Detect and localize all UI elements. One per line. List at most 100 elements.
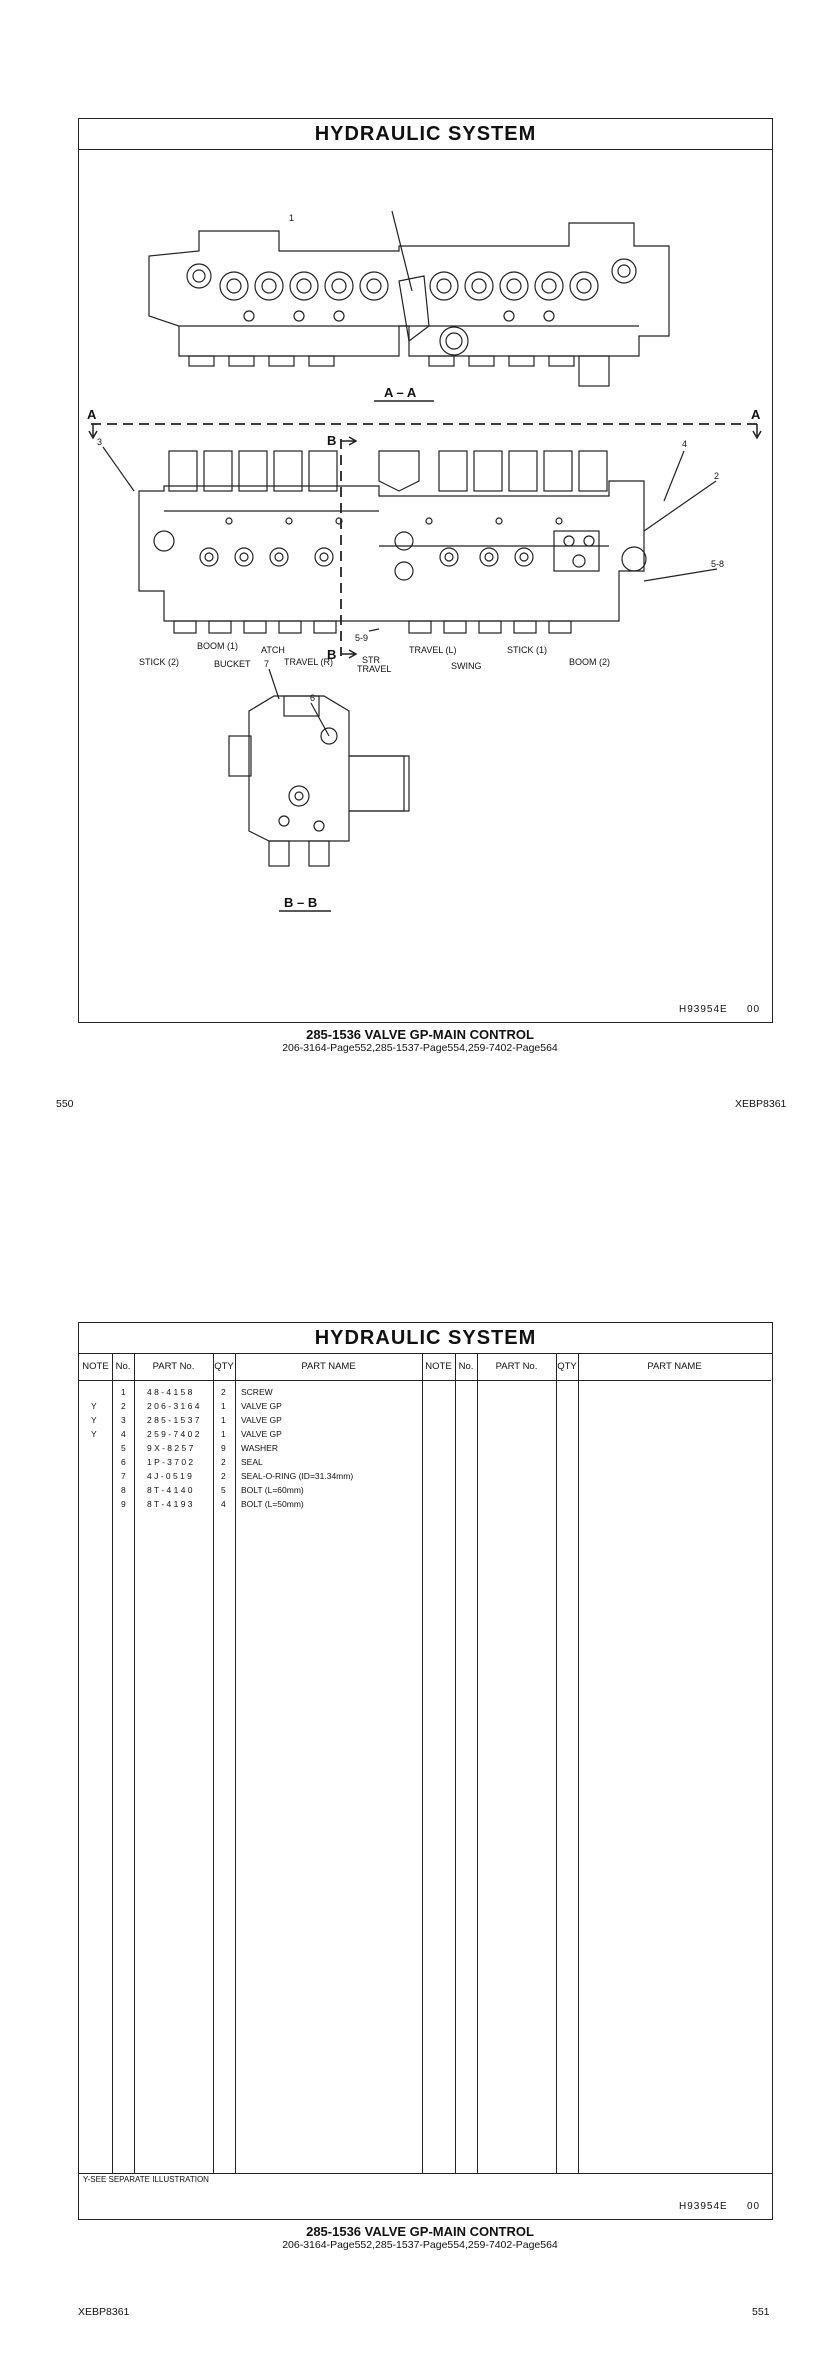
col-divider <box>477 1353 478 2173</box>
page-number-2: 551 <box>752 2306 770 2318</box>
parts-caption-refs: 206-3164-Page552,285-1537-Page554,259-74… <box>282 2239 558 2251</box>
figure-caption-refs: 206-3164-Page552,285-1537-Page554,259-74… <box>282 1042 558 1054</box>
label-atch: ATCH <box>261 645 285 655</box>
parts-list-title: HYDRAULIC SYSTEM <box>79 1323 772 1354</box>
part-number: 4 8 - 4 1 5 8 <box>147 1387 193 1397</box>
part-name: WASHER <box>241 1443 278 1453</box>
label-boom-1: BOOM (1) <box>197 641 238 651</box>
label-boom-2: BOOM (2) <box>569 657 610 667</box>
col-header-part-no: PART No. <box>134 1353 213 1381</box>
col-divider <box>134 1353 135 2173</box>
label-str: STR <box>362 655 381 665</box>
part-item-no: 4 <box>121 1429 126 1439</box>
part-item-no: 1 <box>121 1387 126 1397</box>
table-row: Y 3 2 8 5 - 1 5 3 7 1 VALVE GP <box>79 1413 422 1427</box>
valve-illustration: 1 A – A A A B B 3 4 2 5-8 5-9 STICK (2) … <box>87 210 762 912</box>
figure-caption: 285-1536 VALVE GP-MAIN CONTROL <box>306 1027 534 1042</box>
doc-code: XEBP8361 <box>735 1098 787 1110</box>
part-qty: 2 <box>221 1471 226 1481</box>
part-qty: 1 <box>221 1401 226 1411</box>
col-divider <box>112 1353 113 2173</box>
table-row: Y 2 2 0 6 - 3 1 6 4 1 VALVE GP <box>79 1399 422 1413</box>
callout-5-9: 5-9 <box>355 633 368 643</box>
label-stick-1: STICK (1) <box>507 645 547 655</box>
part-item-no: 2 <box>121 1401 126 1411</box>
part-item-no: 7 <box>121 1471 126 1481</box>
part-note: Y <box>91 1401 97 1411</box>
col-divider <box>422 1353 423 2173</box>
callout-4: 4 <box>682 439 687 449</box>
part-number: 2 8 5 - 1 5 3 7 <box>147 1415 200 1425</box>
part-name: SEAL <box>241 1457 263 1467</box>
footnote-divider <box>79 2173 772 2174</box>
part-item-no: 9 <box>121 1499 126 1509</box>
parts-illustration-rev: 00 <box>747 2201 761 2212</box>
part-name: VALVE GP <box>241 1401 282 1411</box>
part-note: Y <box>91 1429 97 1439</box>
part-name: BOLT (L=50mm) <box>241 1499 304 1509</box>
part-qty: 9 <box>221 1443 226 1453</box>
part-qty: 2 <box>221 1457 226 1467</box>
part-number: 4 J - 0 5 1 9 <box>147 1471 192 1481</box>
col-header-part-no-2: PART No. <box>477 1353 556 1381</box>
col-divider <box>556 1353 557 2173</box>
part-qty: 1 <box>221 1415 226 1425</box>
table-row: 7 4 J - 0 5 1 9 2 SEAL-O-RING (ID=31.34mm) <box>79 1469 422 1483</box>
section-a-a-view <box>148 210 670 387</box>
callout-5-8: 5-8 <box>711 559 724 569</box>
col-header-part-name-2: PART NAME <box>578 1353 771 1381</box>
label-travel-l: TRAVEL (L) <box>409 645 457 655</box>
table-row: 6 1 P - 3 7 0 2 2 SEAL <box>79 1455 422 1469</box>
part-qty: 4 <box>221 1499 226 1509</box>
label-travel: TRAVEL <box>357 664 391 674</box>
callout-3: 3 <box>97 437 102 447</box>
table-row: 8 8 T - 4 1 4 0 5 BOLT (L=60mm) <box>79 1483 422 1497</box>
part-qty: 2 <box>221 1387 226 1397</box>
section-marker-a-right: A <box>751 407 761 422</box>
callout-7: 7 <box>264 659 269 669</box>
col-header-qty-2: QTY <box>556 1353 578 1381</box>
col-divider <box>578 1353 579 2173</box>
main-front-view <box>138 450 647 634</box>
part-number: 2 5 9 - 7 4 0 2 <box>147 1429 200 1439</box>
part-name: SEAL-O-RING (ID=31.34mm) <box>241 1471 354 1481</box>
doc-code-2: XEBP8361 <box>78 2306 130 2318</box>
part-number: 1 P - 3 7 0 2 <box>147 1457 194 1467</box>
section-marker-b-bottom: B <box>327 647 336 662</box>
col-divider <box>213 1353 214 2173</box>
parts-caption: 285-1536 VALVE GP-MAIN CONTROL <box>306 2224 534 2239</box>
part-item-no: 6 <box>121 1457 126 1467</box>
col-header-part-name: PART NAME <box>235 1353 422 1381</box>
table-row: 5 9 X - 8 2 5 7 9 WASHER <box>79 1441 422 1455</box>
col-divider <box>235 1353 236 2173</box>
part-item-no: 8 <box>121 1485 126 1495</box>
section-marker-a-left: A <box>87 407 97 422</box>
part-note: Y <box>91 1415 97 1425</box>
part-number: 8 T - 4 1 9 3 <box>147 1499 193 1509</box>
callout-1: 1 <box>289 213 294 223</box>
callout-6: 6 <box>310 693 315 703</box>
illustration-frame: HYDRAULIC SYSTEM <box>78 118 773 1023</box>
part-number: 9 X - 8 2 5 7 <box>147 1443 194 1453</box>
part-name: BOLT (L=60mm) <box>241 1485 304 1495</box>
part-name: VALVE GP <box>241 1429 282 1439</box>
part-qty: 1 <box>221 1429 226 1439</box>
label-swing: SWING <box>451 661 482 671</box>
illustration-code: H93954E <box>679 1004 728 1015</box>
col-header-note-2: NOTE <box>422 1353 455 1381</box>
part-qty: 5 <box>221 1485 226 1495</box>
part-item-no: 3 <box>121 1415 126 1425</box>
part-name: VALVE GP <box>241 1415 282 1425</box>
illustration-rev: 00 <box>747 1004 761 1015</box>
footnote: Y-SEE SEPARATE ILLUSTRATION <box>83 2175 209 2184</box>
part-number: 8 T - 4 1 4 0 <box>147 1485 193 1495</box>
callout-2: 2 <box>714 471 719 481</box>
part-item-no: 5 <box>121 1443 126 1453</box>
parts-list-frame: HYDRAULIC SYSTEM NOTE No. PART No. QTY P… <box>78 1322 773 2220</box>
col-header-qty: QTY <box>213 1353 235 1381</box>
section-label-b-b: B – B <box>284 895 317 910</box>
part-number: 2 0 6 - 3 1 6 4 <box>147 1401 200 1411</box>
col-divider <box>455 1353 456 2173</box>
label-travel-r: TRAVEL (R) <box>284 657 333 667</box>
